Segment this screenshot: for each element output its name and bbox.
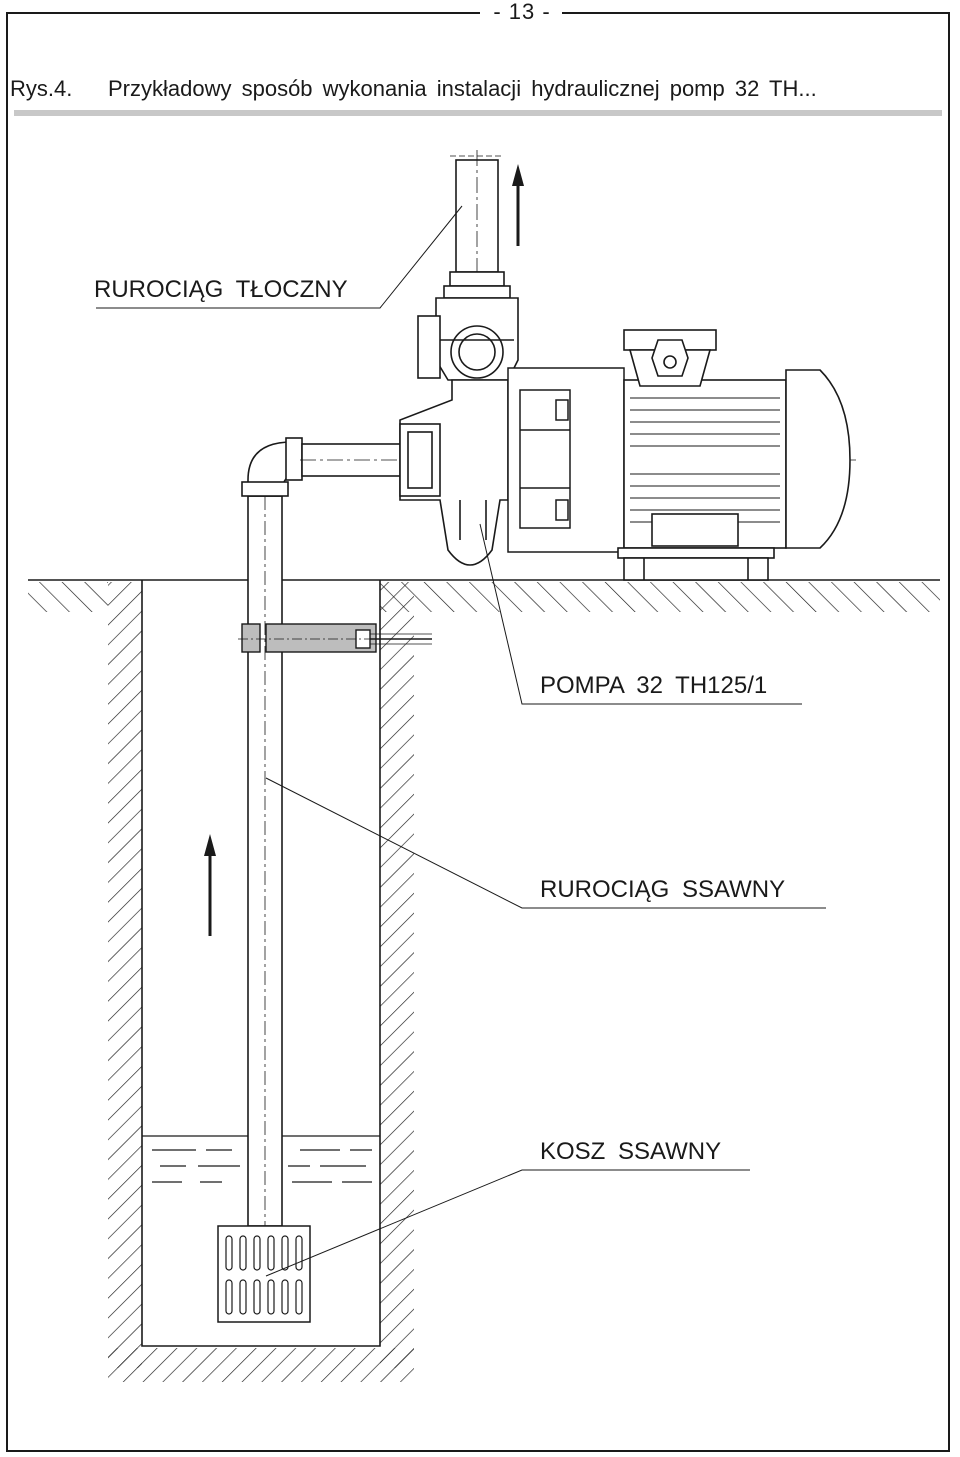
figure-label: Rys.4. (10, 76, 73, 101)
frame-top-rule-left (6, 12, 480, 14)
frame-top-rule-right (562, 12, 950, 14)
page-frame (6, 12, 950, 1452)
figure-title: Przykładowy sposób wykonania instalacji … (108, 76, 817, 101)
suction-horizontal (300, 443, 860, 477)
leader-lines (96, 205, 826, 1277)
ground (28, 579, 940, 1382)
discharge-pipe (443, 150, 511, 400)
callout-suction-pipe: RUROCIĄG SSAWNY (540, 876, 786, 903)
callout-pump: POMPA 32 TH125/1 (540, 672, 768, 699)
suction-pipe (241, 437, 303, 1227)
flow-arrow-up-suction (204, 834, 216, 936)
title-underline (14, 110, 942, 116)
suction-strainer (217, 1225, 311, 1323)
motor-body (617, 329, 851, 581)
pipe-bracket (238, 623, 432, 653)
page-number: - 13 - (493, 0, 551, 24)
pump-lantern (507, 367, 625, 553)
callout-strainer: KOSZ SSAWNY (540, 1138, 722, 1165)
flow-arrow-up-discharge (512, 164, 524, 246)
callout-discharge-pipe: RUROCIĄG TŁOCZNY (94, 276, 348, 303)
pump-housing (399, 297, 519, 566)
